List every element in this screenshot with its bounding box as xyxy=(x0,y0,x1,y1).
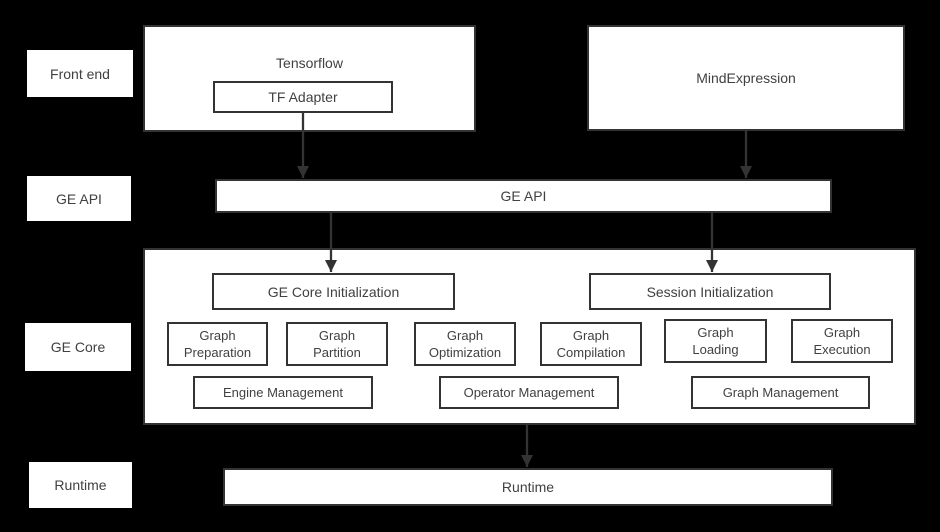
session-initialization-box: Session Initialization xyxy=(589,273,831,310)
module-graph-loading: Graph Loading xyxy=(664,319,767,363)
module-graph-partition: Graph Partition xyxy=(286,322,388,366)
module-graph-compilation: Graph Compilation xyxy=(540,322,642,366)
rail-label-runtime: Runtime xyxy=(29,462,132,508)
ge-core-initialization-box: GE Core Initialization xyxy=(212,273,455,310)
mindexpression-box: MindExpression xyxy=(587,25,905,131)
ge-core-box: GE Core Initialization Session Initializ… xyxy=(143,248,916,425)
tensorflow-label: Tensorflow xyxy=(276,55,343,71)
operator-management-box: Operator Management xyxy=(439,376,619,409)
tf-adapter-box: TF Adapter xyxy=(213,81,393,113)
module-graph-preparation: Graph Preparation xyxy=(167,322,268,366)
rail-label-front-end: Front end xyxy=(27,50,133,97)
module-graph-execution: Graph Execution xyxy=(791,319,893,363)
engine-management-box: Engine Management xyxy=(193,376,373,409)
rail-label-ge-api: GE API xyxy=(27,176,131,221)
runtime-bar: Runtime xyxy=(223,468,833,506)
module-graph-optimization: Graph Optimization xyxy=(414,322,516,366)
ge-api-bar: GE API xyxy=(215,179,832,213)
graph-management-box: Graph Management xyxy=(691,376,870,409)
rail-label-ge-core: GE Core xyxy=(25,323,131,371)
tensorflow-box: Tensorflow TF Adapter xyxy=(143,25,476,132)
